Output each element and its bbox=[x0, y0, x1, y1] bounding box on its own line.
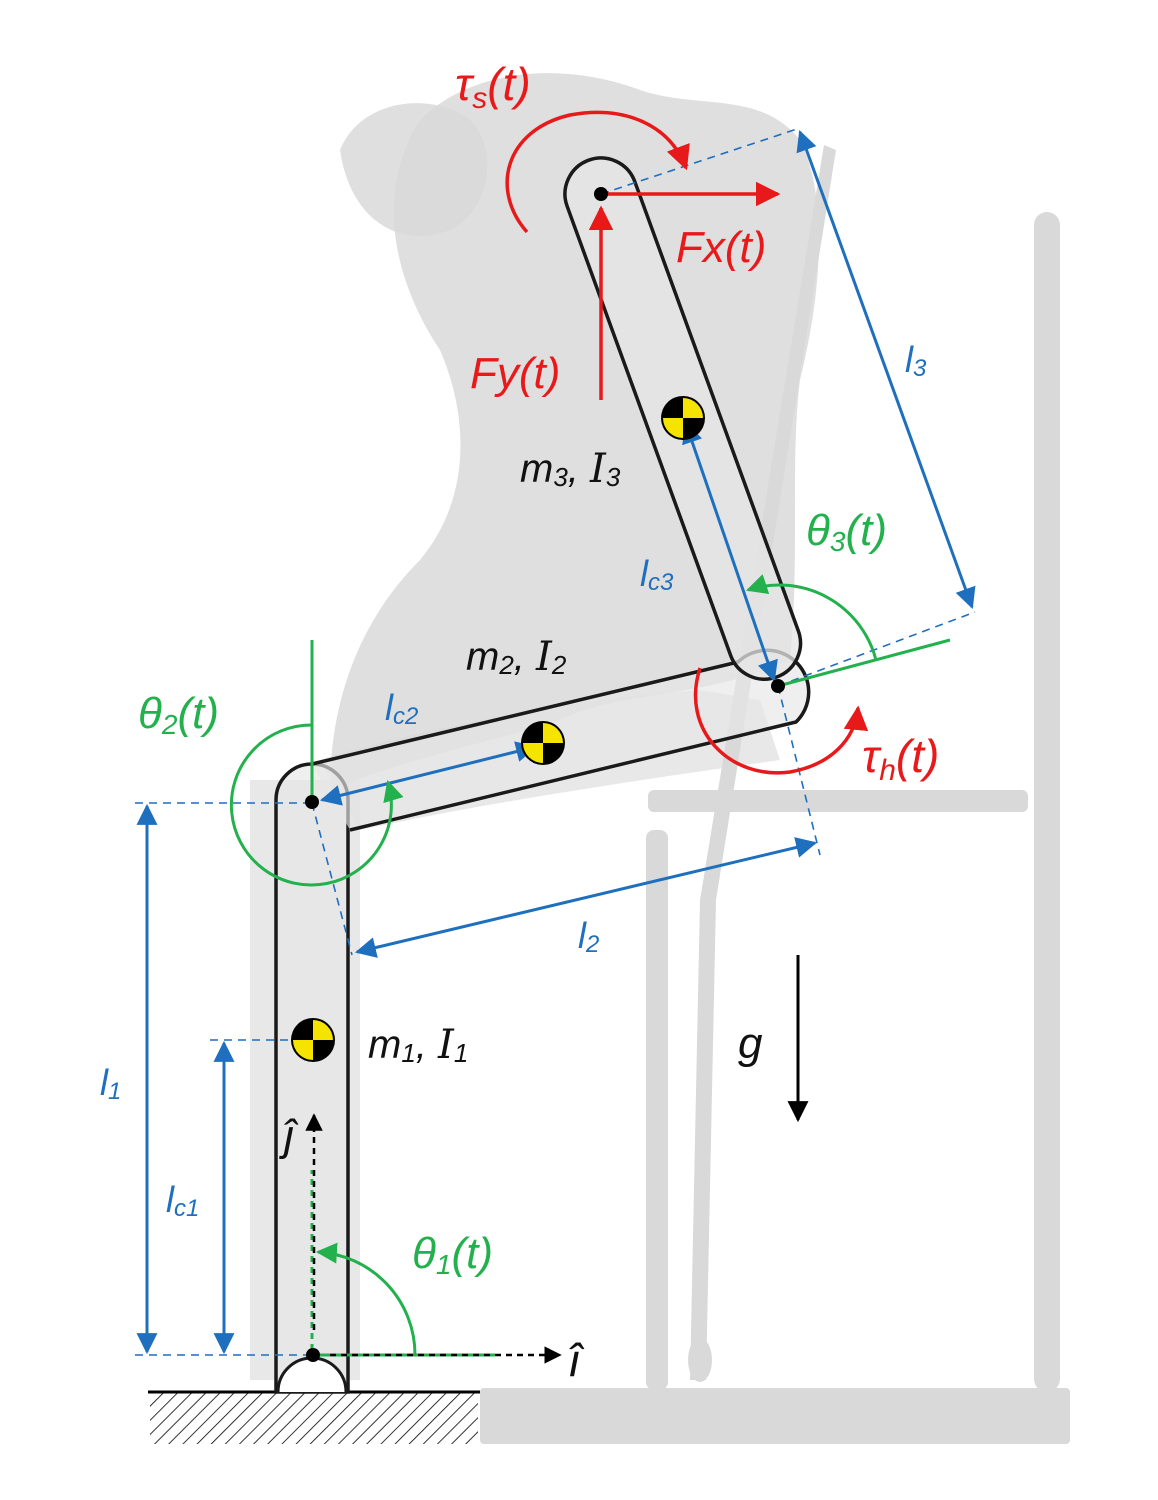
theta3-arc bbox=[746, 574, 878, 661]
l3-dimension bbox=[796, 130, 976, 609]
lc1-label: lc1 bbox=[166, 1179, 199, 1222]
head-silhouette bbox=[340, 103, 488, 237]
lc2-dimension bbox=[319, 741, 538, 806]
center-of-mass-icon bbox=[661, 396, 705, 440]
chair-seat bbox=[480, 1388, 1070, 1444]
coordinate-axes bbox=[305, 1113, 562, 1364]
l1-label: l1 bbox=[100, 1062, 121, 1105]
m2-label: m2, I2 bbox=[466, 634, 567, 680]
pole bbox=[690, 145, 836, 1380]
link-1 bbox=[274, 762, 350, 1394]
tau-h-label: τh(t) bbox=[862, 730, 939, 787]
thigh-extension-line bbox=[777, 638, 951, 688]
length-dimensions bbox=[136, 130, 976, 1355]
theta3-label: θ3(t) bbox=[806, 506, 887, 557]
external-loads bbox=[505, 110, 869, 775]
chair-back-post bbox=[1034, 212, 1060, 1392]
lc3-dimension bbox=[682, 422, 778, 682]
theta1-arc bbox=[315, 1242, 417, 1356]
pole-foot bbox=[688, 1338, 712, 1382]
ground bbox=[148, 1390, 480, 1444]
center-of-mass-icon bbox=[521, 721, 565, 765]
theta1-label: θ1(t) bbox=[412, 1229, 493, 1280]
l3-label: l3 bbox=[905, 339, 927, 382]
ground-hatch-icon bbox=[150, 1392, 478, 1444]
centers-of-mass bbox=[291, 396, 705, 1062]
link-1-body bbox=[274, 762, 350, 1394]
theta2-label: θ2(t) bbox=[138, 689, 219, 740]
chair-leg bbox=[646, 830, 668, 1390]
joint-pin-icon bbox=[306, 1348, 320, 1362]
theta2-arc bbox=[229, 723, 404, 887]
lc2-label: lc2 bbox=[385, 687, 418, 730]
gravity-label: g bbox=[738, 1019, 763, 1068]
fy-label: Fy(t) bbox=[470, 349, 560, 398]
chair-rail bbox=[648, 790, 1028, 812]
joint-pin-icon bbox=[771, 679, 785, 693]
i-hat-label: î bbox=[568, 1334, 585, 1386]
joints bbox=[305, 187, 785, 1362]
joint-pin-icon bbox=[305, 795, 319, 809]
tau-s-label: τs(t) bbox=[455, 58, 531, 115]
tau-s-arrow bbox=[505, 110, 690, 234]
m3-label: m3, I3 bbox=[520, 446, 621, 492]
angle-annotations bbox=[229, 574, 951, 1357]
m1-label: m1, I1 bbox=[368, 1022, 468, 1068]
tau-h-arrow bbox=[693, 667, 869, 775]
l2-dimension bbox=[354, 837, 818, 958]
lc3-label: lc3 bbox=[640, 553, 674, 596]
l2-label: l2 bbox=[578, 915, 599, 958]
center-of-mass-icon bbox=[291, 1018, 335, 1062]
joint-pin-icon bbox=[594, 187, 608, 201]
fx-label: Fx(t) bbox=[676, 223, 766, 272]
